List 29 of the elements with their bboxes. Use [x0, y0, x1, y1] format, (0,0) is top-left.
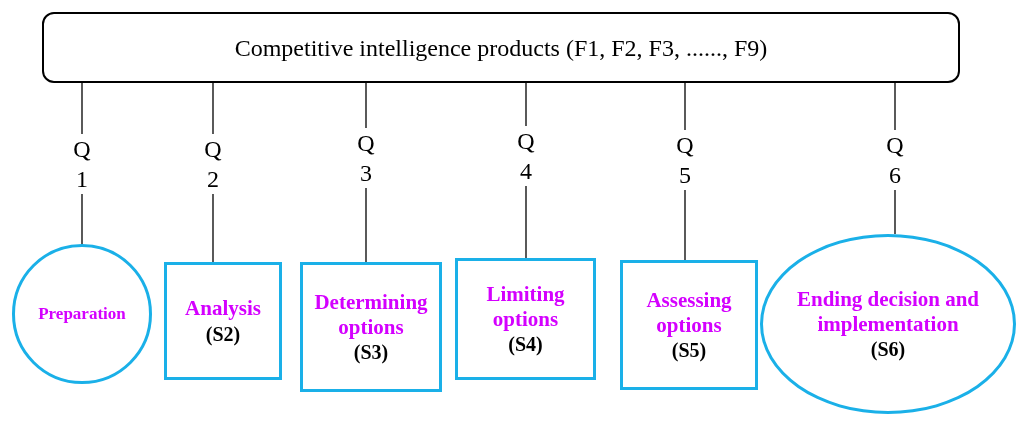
step-box: [620, 260, 758, 390]
step-name: Limiting options: [485, 281, 566, 333]
connector-line: [684, 82, 686, 131]
step-code: (S6): [870, 337, 906, 362]
step-code: (S2): [205, 321, 241, 346]
step-code: (S5): [671, 338, 707, 363]
step-name: Analysis: [185, 296, 261, 322]
step-code: (S4): [508, 332, 543, 357]
connector-line: [894, 82, 896, 131]
step-name: Assessing options: [645, 287, 733, 339]
connector-line: [365, 187, 367, 263]
title-box: [42, 12, 960, 83]
connector-line: [81, 82, 83, 135]
connector-line: [525, 185, 527, 259]
box-title: Competitive intelligence products (F1, F2, F3, ......, F9): [234, 33, 768, 63]
connector-line: [365, 82, 367, 129]
step-box: [164, 262, 282, 380]
step-box: [300, 262, 442, 392]
connector-line: [684, 189, 686, 261]
connector-line: [212, 193, 214, 263]
step-name: Determining options: [313, 289, 429, 341]
step-name: Ending decision and implementation: [795, 286, 981, 338]
connector-line: [525, 82, 527, 127]
connector-line: [894, 189, 896, 235]
connector-line: [212, 82, 214, 135]
connector-line: [81, 193, 83, 245]
step-box: [455, 258, 596, 380]
step-code: (S3): [353, 340, 389, 365]
step-name: Preparation: [38, 303, 126, 325]
